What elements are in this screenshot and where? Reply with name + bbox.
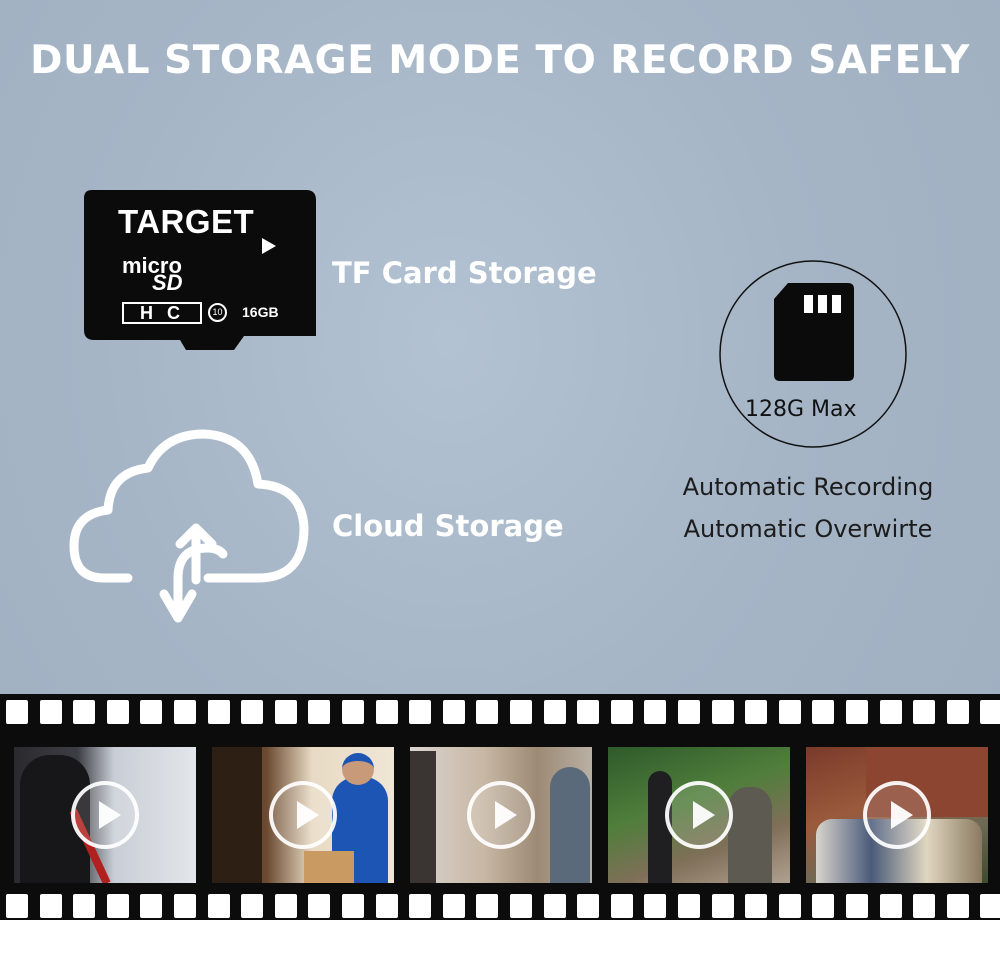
play-icon[interactable] xyxy=(269,781,337,849)
film-sprocket-hole xyxy=(644,700,667,724)
film-sprocket-hole xyxy=(207,700,230,724)
sd-card-capacity: 16GB xyxy=(242,304,279,320)
film-sprocket-hole xyxy=(946,700,969,724)
film-sprocket-hole xyxy=(644,894,667,918)
film-sprocket-hole xyxy=(543,700,566,724)
film-sprocket-hole xyxy=(207,894,230,918)
film-sprocket-hole xyxy=(140,700,163,724)
sd-card-brand: TARGET xyxy=(118,203,255,240)
film-sprocket-hole xyxy=(778,700,801,724)
film-sprocket-hole xyxy=(308,700,331,724)
bottom-margin xyxy=(0,920,1000,972)
feature-automatic-overwrite: Automatic Overwirte xyxy=(683,515,933,543)
film-sprocket-hole xyxy=(745,894,768,918)
page-title: DUAL STORAGE MODE TO RECORD SAFELY xyxy=(30,38,970,83)
film-sprocket-hole xyxy=(879,700,902,724)
sd-card-micro-text: micro xyxy=(122,253,182,278)
film-holes-top xyxy=(0,700,1000,724)
sd-card-hc-text: HC xyxy=(122,302,202,324)
film-sprocket-hole xyxy=(308,894,331,918)
film-sprocket-hole xyxy=(543,894,566,918)
film-sprocket-hole xyxy=(442,700,465,724)
film-sprocket-hole xyxy=(6,700,28,724)
door-shape xyxy=(212,747,262,883)
film-sprocket-hole xyxy=(778,894,801,918)
film-sprocket-hole xyxy=(711,894,734,918)
film-sprocket-hole xyxy=(913,700,936,724)
film-sprocket-hole xyxy=(678,700,700,724)
film-sprocket-hole xyxy=(106,700,129,724)
person-right xyxy=(550,767,590,883)
film-sprocket-hole xyxy=(140,894,163,918)
package-shape xyxy=(304,851,354,883)
film-sprocket-hole xyxy=(241,894,264,918)
sd-card-icon xyxy=(774,283,854,381)
film-sprocket-hole xyxy=(980,894,1000,918)
video-thumbnail-delivery[interactable] xyxy=(212,747,394,883)
courier-head xyxy=(342,753,374,785)
film-sprocket-hole xyxy=(442,894,465,918)
video-thumbnail-family-outdoor[interactable] xyxy=(806,747,988,883)
video-thumbnail-burglar[interactable] xyxy=(14,747,196,883)
film-sprocket-hole xyxy=(846,894,868,918)
film-sprocket-hole xyxy=(577,700,600,724)
film-sprocket-hole xyxy=(946,894,969,918)
cloud-storage-label: Cloud Storage xyxy=(332,509,564,543)
video-thumbnail-family-indoor[interactable] xyxy=(410,747,592,883)
film-sprocket-hole xyxy=(510,700,532,724)
play-icon[interactable] xyxy=(71,781,139,849)
video-thumbnail-garden[interactable] xyxy=(608,747,790,883)
play-icon[interactable] xyxy=(863,781,931,849)
film-sprocket-hole xyxy=(476,700,499,724)
sd-card-sd-text: SD xyxy=(152,270,183,295)
film-sprocket-hole xyxy=(342,700,364,724)
film-sprocket-hole xyxy=(73,700,96,724)
film-sprocket-hole xyxy=(409,894,432,918)
film-sprocket-hole xyxy=(476,894,499,918)
sd-card-image xyxy=(84,190,316,350)
play-icon[interactable] xyxy=(665,781,733,849)
film-sprocket-hole xyxy=(174,700,196,724)
film-sprocket-hole xyxy=(39,700,62,724)
film-sprocket-hole xyxy=(913,894,936,918)
film-sprocket-hole xyxy=(409,700,432,724)
film-sprocket-hole xyxy=(812,700,835,724)
film-sprocket-hole xyxy=(812,894,835,918)
film-sprocket-hole xyxy=(711,700,734,724)
film-sprocket-hole xyxy=(274,894,297,918)
film-sprocket-hole xyxy=(174,894,196,918)
film-sprocket-hole xyxy=(39,894,62,918)
feature-automatic-recording: Automatic Recording xyxy=(682,473,934,501)
film-sprocket-hole xyxy=(241,700,264,724)
max-capacity-label: 128G Max xyxy=(745,397,857,422)
film-sprocket-hole xyxy=(577,894,600,918)
film-sprocket-hole xyxy=(375,894,398,918)
film-sprocket-hole xyxy=(846,700,868,724)
film-sprocket-hole xyxy=(342,894,364,918)
film-sprocket-hole xyxy=(610,700,633,724)
sd-card-class-badge: 10 xyxy=(208,303,227,322)
film-sprocket-hole xyxy=(106,894,129,918)
film-sprocket-hole xyxy=(510,894,532,918)
person-left xyxy=(410,751,436,883)
film-sprocket-hole xyxy=(678,894,700,918)
film-sprocket-hole xyxy=(879,894,902,918)
sd-card-play-logo-icon xyxy=(262,238,276,254)
person-man xyxy=(728,787,772,883)
film-sprocket-hole xyxy=(274,700,297,724)
cloud-sync-icon xyxy=(69,429,309,623)
max-capacity-badge xyxy=(719,260,907,448)
film-sprocket-hole xyxy=(610,894,633,918)
film-sprocket-hole xyxy=(6,894,28,918)
film-sprocket-hole xyxy=(745,700,768,724)
film-sprocket-hole xyxy=(375,700,398,724)
film-sprocket-hole xyxy=(73,894,96,918)
film-holes-bottom xyxy=(0,894,1000,918)
film-sprocket-hole xyxy=(980,700,1000,724)
play-icon[interactable] xyxy=(467,781,535,849)
tf-card-storage-label: TF Card Storage xyxy=(332,256,597,290)
